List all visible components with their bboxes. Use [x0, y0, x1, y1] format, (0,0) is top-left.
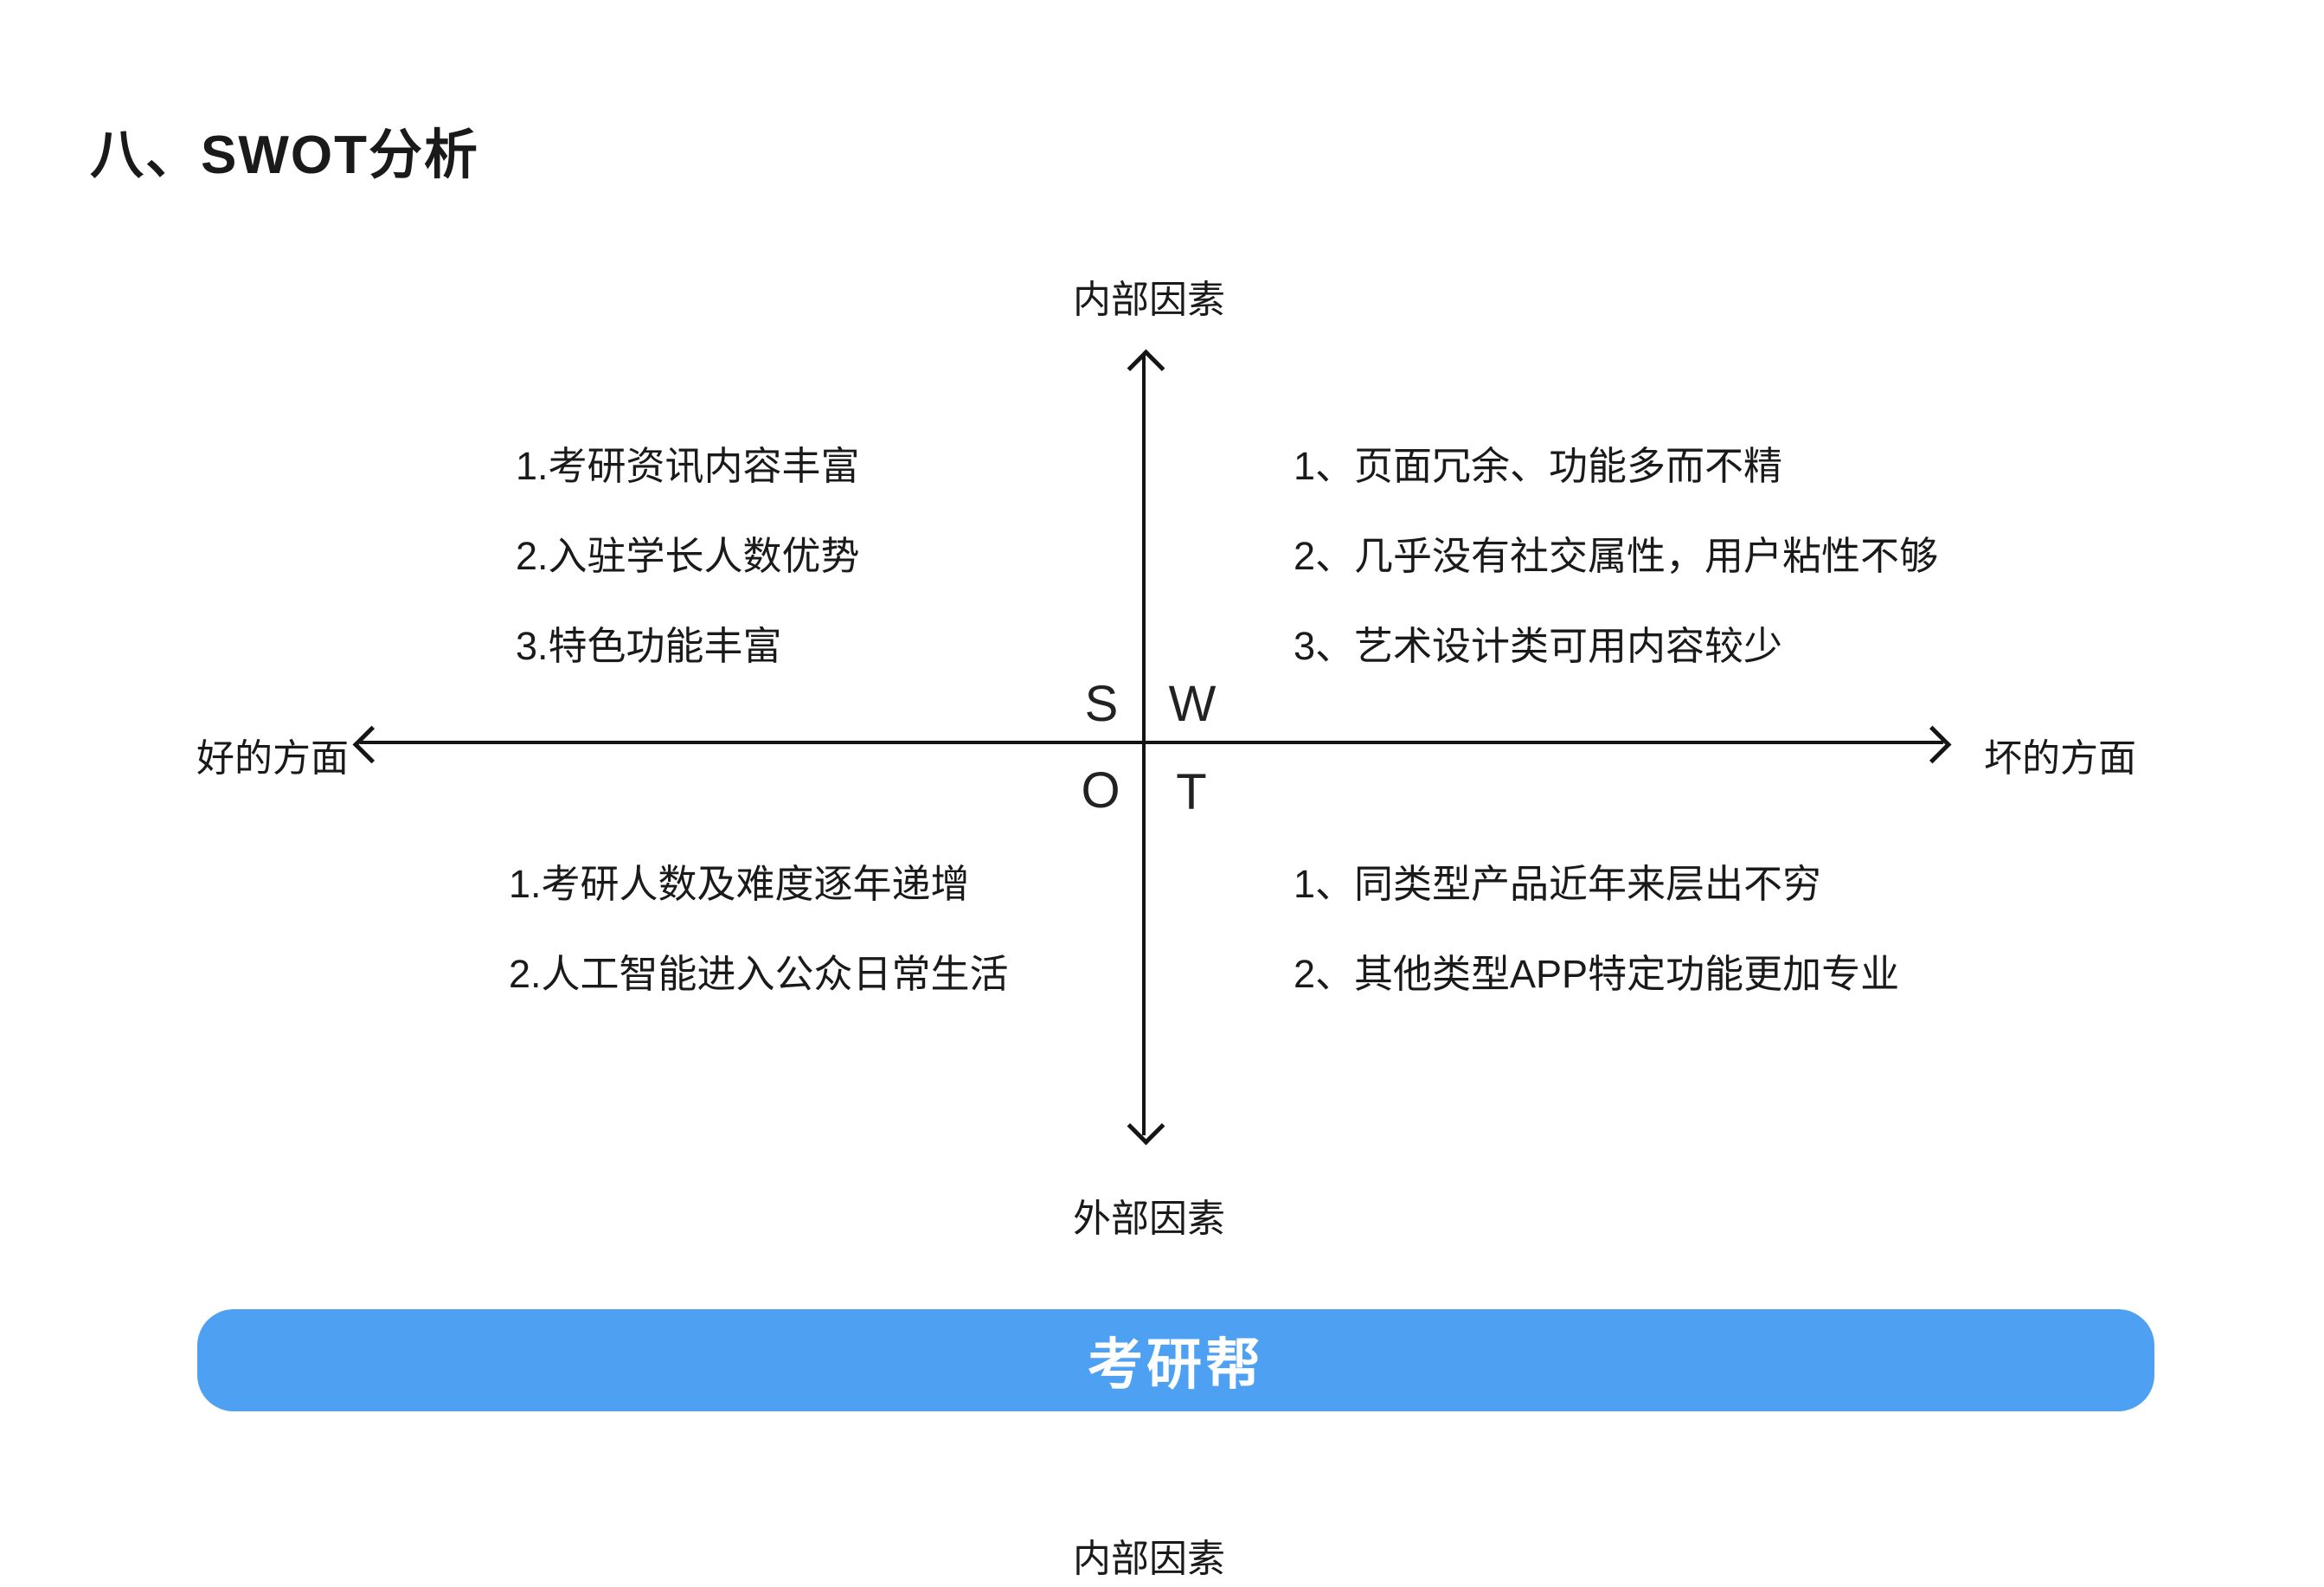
threat-item: 2、其他类型APP特定功能更加专业 [1294, 952, 1900, 996]
product-banner-label: 考研帮 [1088, 1333, 1264, 1396]
vertical-axis-line [1142, 355, 1146, 1135]
arrow-left-icon [352, 725, 391, 764]
opportunity-item: 2.人工智能进入公众日常生活 [509, 952, 1009, 996]
horizontal-axis-line [360, 741, 1943, 744]
arrow-down-icon [1127, 1107, 1165, 1146]
next-section-label: 内部因素 [1073, 1538, 1225, 1580]
opportunities-list: 1.考研人数及难度逐年递增 2.人工智能进入公众日常生活 [509, 864, 1009, 995]
axis-label-internal-top: 内部因素 [1073, 279, 1225, 321]
axis-label-external-bottom: 外部因素 [1073, 1198, 1225, 1240]
arrow-up-icon [1127, 349, 1165, 388]
page-title: 八、SWOT分析 [90, 125, 479, 185]
strength-item: 2.入驻学长人数优势 [516, 534, 860, 578]
weakness-item: 2、几乎没有社交属性，用户粘性不够 [1294, 534, 1939, 578]
opportunity-item: 1.考研人数及难度逐年递增 [509, 862, 970, 906]
strength-item: 1.考研资讯内容丰富 [516, 444, 860, 488]
threats-list: 1、同类型产品近年来层出不穷 2、其他类型APP特定功能更加专业 [1294, 864, 1899, 995]
weakness-item: 1、页面冗余、功能多而不精 [1294, 444, 1783, 488]
letter-w: W [1168, 676, 1217, 732]
letter-t: T [1176, 764, 1207, 820]
weakness-item: 3、艺术设计类可用内容较少 [1294, 624, 1783, 668]
threat-item: 1、同类型产品近年来层出不穷 [1294, 862, 1822, 906]
weaknesses-list: 1、页面冗余、功能多而不精 2、几乎没有社交属性，用户粘性不够 3、艺术设计类可… [1294, 446, 1938, 667]
product-banner: 考研帮 [197, 1309, 2154, 1411]
strength-item: 3.特色功能丰富 [516, 624, 782, 668]
axis-label-bad-right: 坏的方面 [1984, 737, 2136, 780]
arrow-right-icon [1913, 725, 1952, 764]
strengths-list: 1.考研资讯内容丰富 2.入驻学长人数优势 3.特色功能丰富 [516, 446, 860, 667]
letter-o: O [1081, 762, 1120, 819]
axis-label-good-left: 好的方面 [196, 737, 349, 780]
letter-s: S [1084, 676, 1119, 732]
